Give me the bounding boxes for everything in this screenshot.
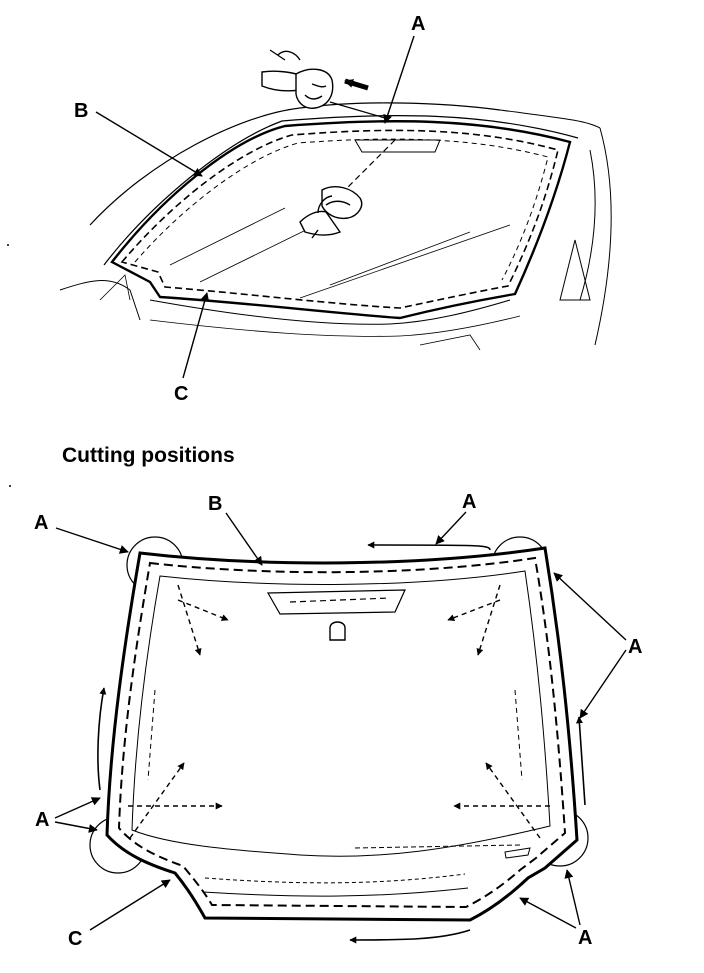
cowl-lines: [149, 299, 511, 325]
glass-cutting-line: [117, 556, 567, 909]
door-line: [559, 239, 591, 301]
leader: [55, 527, 129, 554]
cowl-lines-2: [149, 315, 521, 337]
inner-dashed-left: [147, 689, 156, 781]
wiper-dash: [354, 844, 521, 849]
wiper-pivot: [504, 847, 531, 859]
leader-c-top: [182, 292, 210, 379]
body-side-line: [594, 127, 612, 346]
leader: [54, 821, 98, 833]
mirror-dash: [289, 597, 391, 603]
a-pillar-right: [579, 149, 596, 301]
roof-rear-line: [499, 109, 601, 129]
windshield-molding: [103, 114, 579, 266]
roof-line: [89, 102, 501, 226]
leader: [225, 512, 263, 566]
mirror-mount-notch: [266, 589, 406, 615]
inner-dashed-line: [134, 138, 549, 281]
cut-direction-arrows: [128, 584, 550, 839]
cutting-wire-inside: [344, 139, 396, 191]
glass-reflection: [329, 231, 471, 286]
lower-dashed-band: [204, 873, 466, 884]
callout-a-top-left: A: [34, 512, 48, 534]
scan-speck: [9, 485, 11, 487]
bottom-callouts: A B A A A C A: [34, 491, 642, 950]
glass-outer-edge: [105, 546, 579, 922]
body-lower: [99, 274, 131, 301]
callout-b-bottom: B: [208, 493, 222, 515]
outer-pull-arrows: [97, 541, 586, 944]
leader: [579, 649, 627, 719]
glass-reflection: [169, 207, 286, 266]
leader: [89, 879, 171, 931]
glass-reflection: [299, 224, 511, 299]
cutting-wire-path: [120, 129, 559, 309]
inner-dashed-right: [514, 689, 523, 781]
glass-reflection: [199, 227, 311, 283]
section-heading: Cutting positions: [62, 444, 235, 467]
gloved-hand-pulling-cutting-wire: [261, 49, 334, 109]
callout-a-top-right: A: [462, 491, 476, 513]
pull-direction-arrow: [344, 78, 369, 91]
leader: [54, 797, 101, 819]
windshield-front-view: [89, 536, 589, 922]
leader-a-top: [383, 35, 415, 124]
leader: [564, 869, 581, 926]
hand-holding-cloth: [299, 186, 363, 239]
fender-line: [419, 334, 481, 351]
hood-left: [59, 280, 141, 321]
leader: [553, 572, 627, 641]
callout-a-left: A: [35, 809, 49, 831]
windshield-outer-edge: [110, 120, 572, 320]
callout-a-bottom-right: A: [578, 927, 592, 949]
mirror-button: [329, 621, 346, 641]
leader: [519, 897, 577, 929]
lower-inner-band: [202, 887, 469, 897]
leader: [435, 511, 467, 545]
mirror-base: [354, 139, 441, 153]
vehicle-windshield-illustration: [59, 101, 612, 351]
top-callouts: A B C: [74, 13, 425, 405]
cutting-wire: [329, 101, 386, 119]
callout-b-top: B: [74, 100, 88, 122]
callout-c-bottom: C: [68, 928, 82, 950]
glass-inner-band: [131, 570, 551, 857]
callout-a-top: A: [411, 13, 425, 35]
scan-speck: [7, 244, 9, 246]
callout-c-top: C: [174, 383, 188, 405]
callout-a-right: A: [628, 636, 642, 658]
leader-b-top: [95, 111, 203, 177]
